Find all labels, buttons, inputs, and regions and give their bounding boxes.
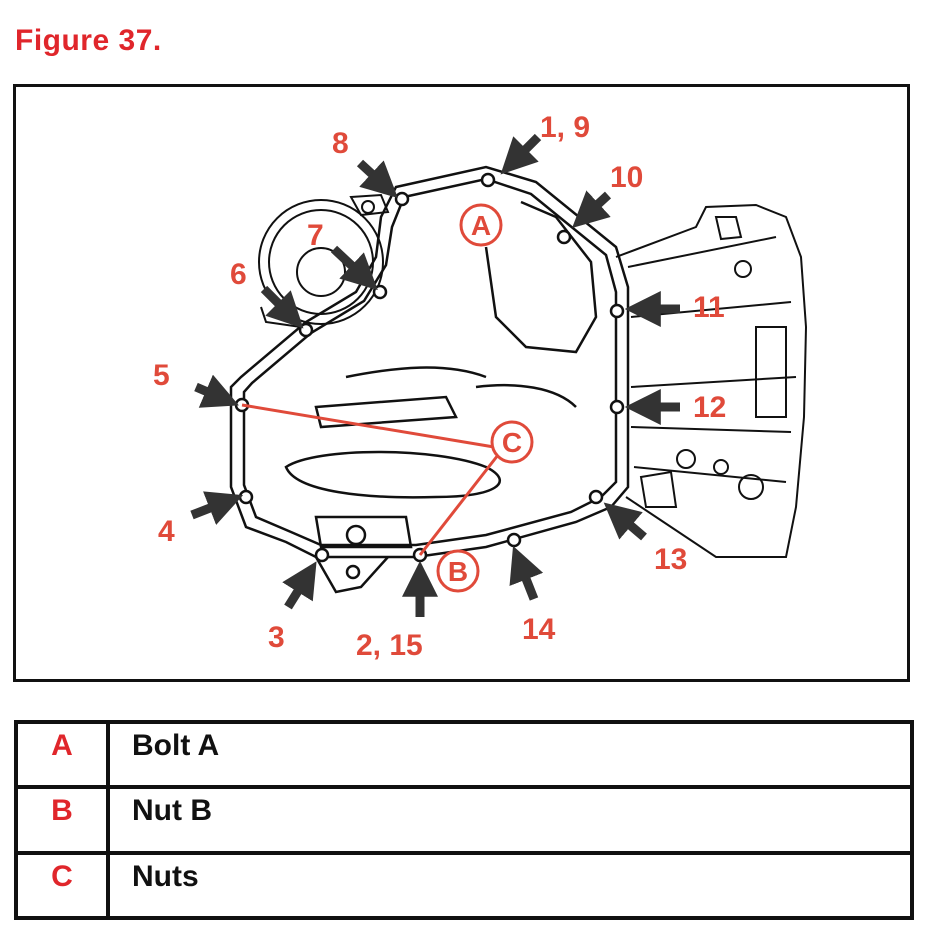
callout-7: 7 [307,219,324,252]
callout-6: 6 [230,258,247,291]
arrow-8 [356,159,398,198]
legend-desc: Nut B [106,785,914,855]
callout-13: 13 [654,543,687,576]
callout-arrows [190,133,680,617]
arrow-7 [330,245,378,291]
callout-4: 4 [158,515,175,548]
legend-row: C Nuts [14,850,914,921]
svg-text:B: B [448,556,468,587]
callout-5: 5 [153,359,170,392]
diagram-frame: A B C 1, 9 2, 15 [13,84,910,682]
timing-cover-diagram: A B C 1, 9 2, 15 [153,111,808,662]
arrow-14 [509,545,544,601]
nuts-leader-lines [241,403,500,556]
figure-title: Figure 37. [15,24,162,57]
arrow-5 [194,374,239,408]
legend-key: A [14,719,110,790]
engine-block-outline [615,203,808,558]
legend-key: B [14,785,110,855]
circle-label-c: C [490,420,534,464]
callout-2-15: 2, 15 [356,629,423,662]
legend-row: A Bolt A [14,719,914,790]
callout-11: 11 [693,291,725,324]
legend-desc: Bolt A [106,719,914,790]
legend-table: A Bolt A B Nut B C Nuts [14,719,914,921]
timing-cover-outline [229,165,630,594]
arrow-1-9 [500,133,542,175]
circle-label-a: A [459,203,503,247]
callout-8: 8 [332,127,349,160]
arrow-6 [260,285,304,329]
arrow-10 [572,190,612,228]
legend-desc: Nuts [106,850,914,921]
callout-labels: 1, 9 2, 15 3 4 5 6 7 8 10 11 12 13 14 [153,111,726,662]
circle-label-b: B [436,549,480,593]
arrow-3 [282,561,317,610]
callout-10: 10 [610,161,643,194]
legend-key: C [14,850,110,921]
svg-text:C: C [502,427,522,458]
arrow-13 [603,502,647,541]
svg-text:A: A [471,210,491,241]
callout-3: 3 [268,621,285,654]
arrow-4 [190,491,244,525]
callout-14: 14 [522,613,556,646]
callout-12: 12 [693,391,726,424]
callout-1-9: 1, 9 [540,111,590,144]
legend-row: B Nut B [14,785,914,855]
